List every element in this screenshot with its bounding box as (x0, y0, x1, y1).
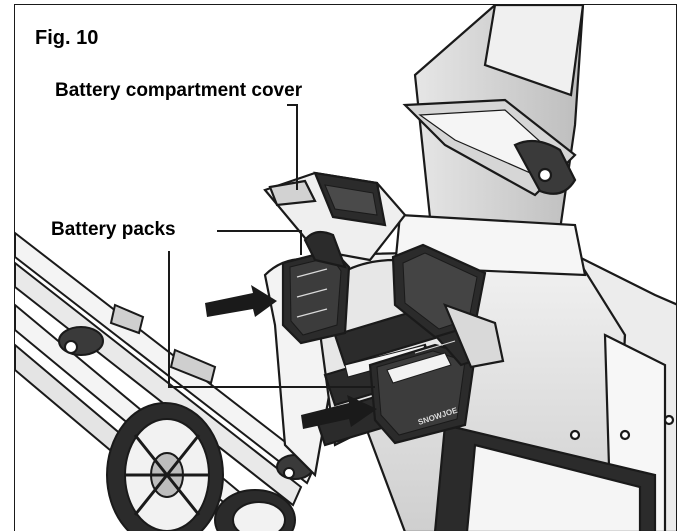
cover-leader-line (287, 104, 298, 190)
snow-blower-drawing: SNOWJOE (15, 5, 676, 531)
figure-frame: SNOWJOE Fig. 10 Battery compartment cove… (14, 4, 677, 531)
arrow-right-icon (205, 285, 277, 317)
packs-leader-line-bottom (168, 251, 375, 388)
packs-leader-line-top (217, 230, 302, 255)
wheel (106, 402, 296, 531)
callout-battery-packs: Battery packs (51, 219, 180, 241)
battery-slot-top-right (391, 243, 505, 369)
callout-battery-cover: Battery compartment cover (55, 80, 303, 101)
arrow-right-icon (301, 395, 377, 429)
callout-leaders (168, 104, 375, 388)
battery-compartment-cover (263, 171, 407, 262)
battery-pack-upper (281, 230, 351, 345)
discharge-chute (393, 5, 587, 277)
figure-number: Fig. 10 (35, 27, 99, 49)
